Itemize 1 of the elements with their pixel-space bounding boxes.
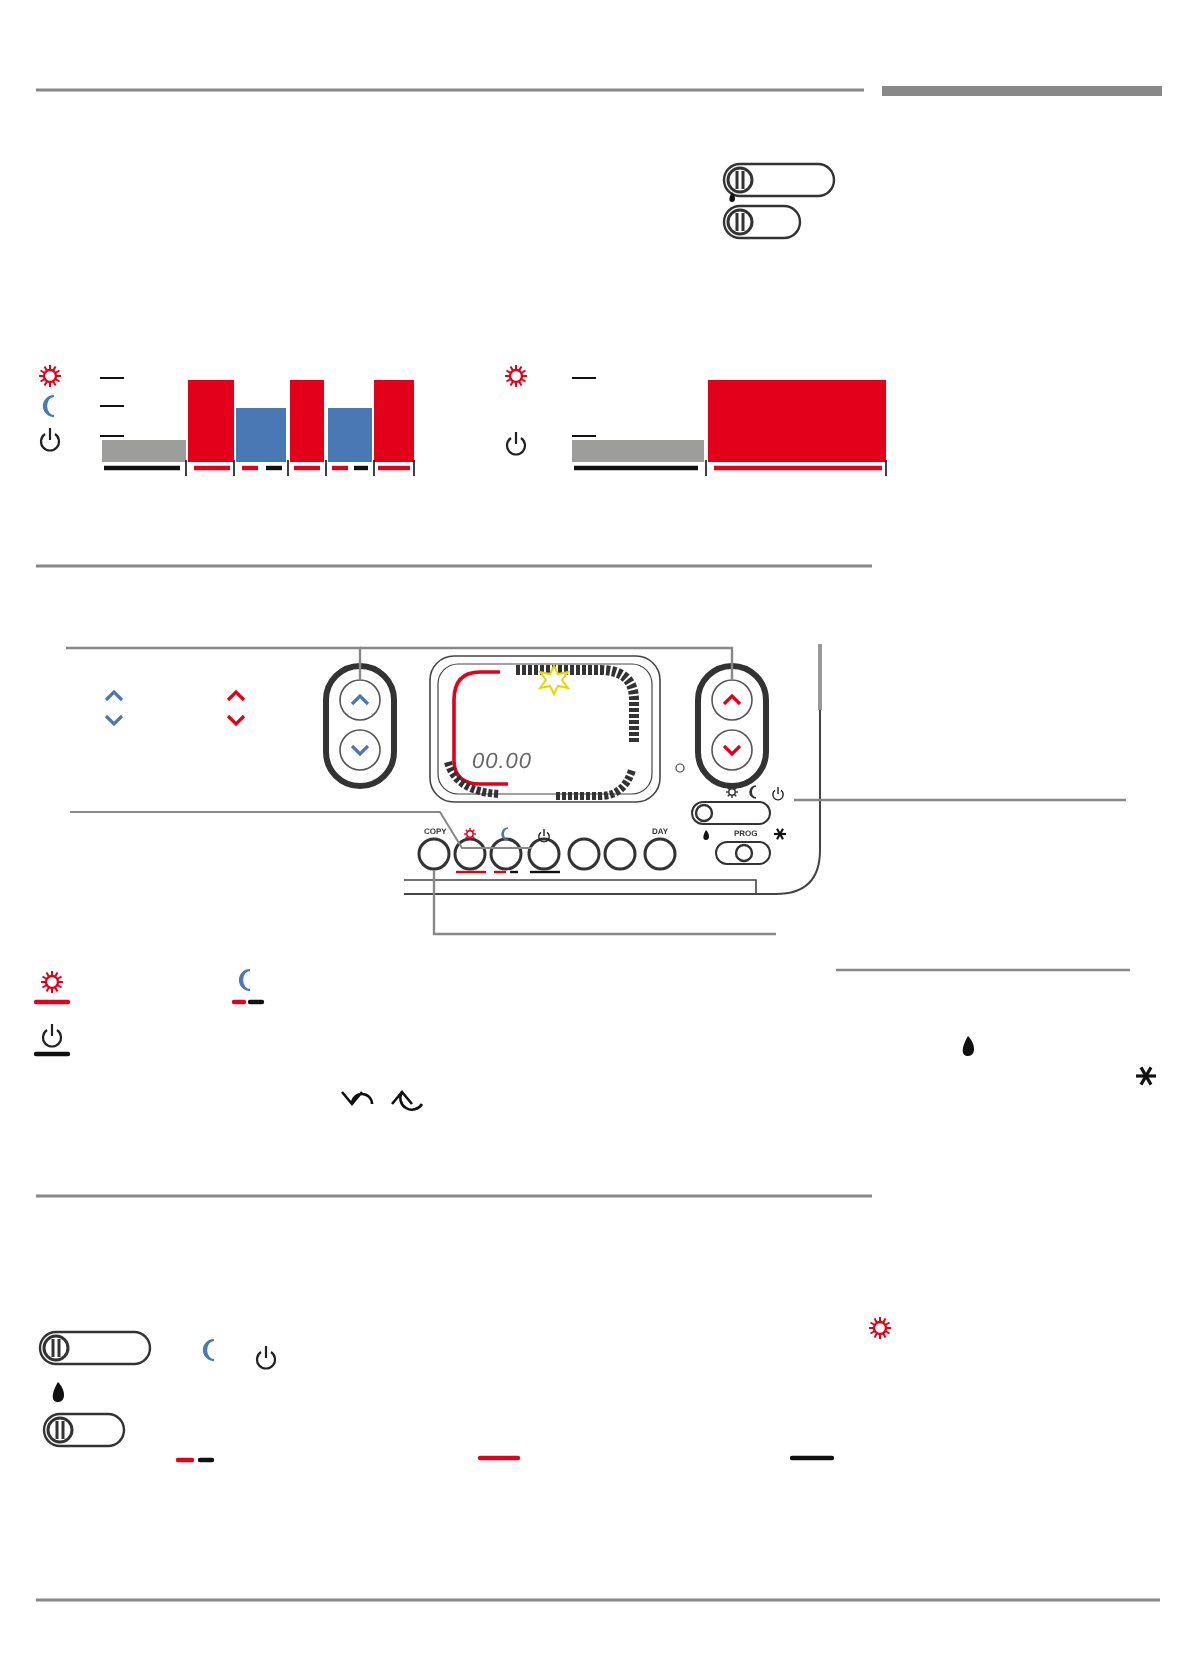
display-digits: 00.00 <box>472 752 533 774</box>
